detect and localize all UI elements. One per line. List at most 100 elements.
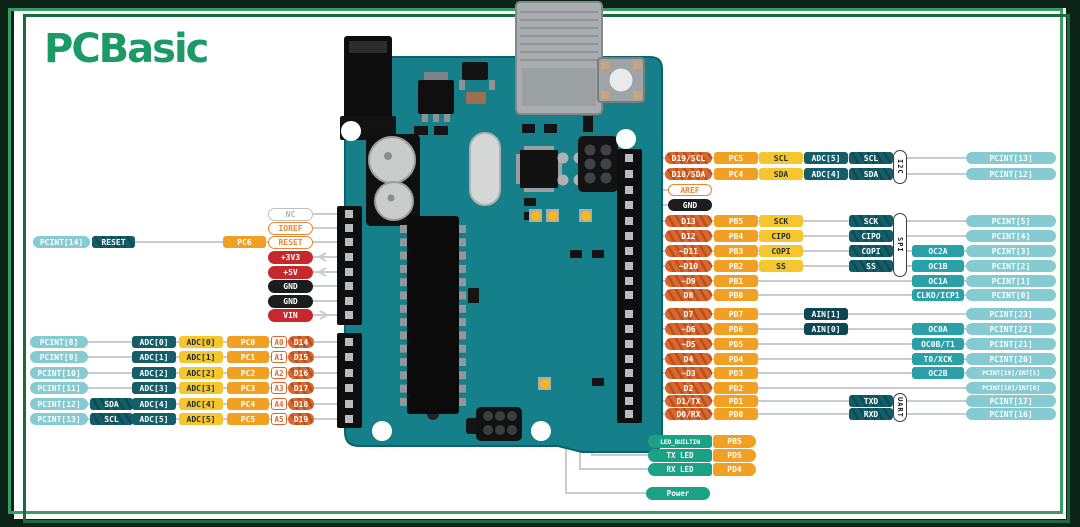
pin-badge-adc-0: ADC[0] [179, 336, 223, 348]
bus-bracket-i2c: I2C [893, 150, 907, 184]
pin-badge-pb3: PB3 [714, 245, 758, 257]
led-label-led-builtin: LED_BUILTIN [648, 435, 712, 448]
pin-badge-pc5: PC5 [714, 152, 758, 164]
pin-badge-d6: ~D6 [665, 323, 712, 335]
pin-badge-oc2b: OC2B [912, 367, 964, 379]
pin-badge-pb0: PB0 [714, 289, 758, 301]
pin-badge-pd6: PD6 [714, 323, 758, 335]
pin-badge-aref: AREF [668, 184, 712, 196]
pin-badge-a1: A1 [271, 351, 287, 363]
bus-bracket-spi: SPI [893, 213, 907, 277]
pin-badge-d5: ~D5 [665, 338, 712, 350]
pin-badge-d14: D14 [288, 336, 314, 348]
pin-badge-a4: A4 [271, 398, 287, 410]
pin-badge-d17: D17 [288, 382, 314, 394]
pin-badge-d15: D15 [288, 351, 314, 363]
pin-badge-ain-1: AIN[1] [804, 308, 848, 320]
pin-badge-pcint-2: PCINT[2] [966, 260, 1056, 272]
crystal-oscillator [469, 132, 501, 206]
pin-badge-d18-sda: D18/SDA [665, 168, 712, 180]
led-label-tx-led: TX LED [648, 449, 712, 462]
pin-badge-pd7: PD7 [714, 308, 758, 320]
pin-badge-pcint-8: PCINT[8] [30, 336, 88, 348]
pin-badge-adc-4: ADC[4] [804, 168, 848, 180]
pin-badge-pcint-18-int-0: PCINT[18]/INT[0] [966, 382, 1056, 394]
power-group-label: Power [646, 487, 710, 500]
pin-badge-d19: D19 [288, 413, 314, 425]
pin-badge-adc-int-1: ADC[1] [132, 351, 176, 363]
pin-badge-d12: D12 [665, 230, 712, 242]
pin-badge-pcint-20: PCINT[20] [966, 353, 1056, 365]
pin-badge-oc1b: OC1B [912, 260, 964, 272]
pin-badge-pcint-1: PCINT[1] [966, 275, 1056, 287]
usb-interface-chip [516, 146, 562, 192]
pin-badge-d10: ~D10 [665, 260, 712, 272]
power-pin-3v3-3: +3V3 [268, 251, 313, 264]
pin-badge-d3: ~D3 [665, 367, 712, 379]
pin-badge-clko-icp1: CLKO/ICP1 [912, 289, 964, 301]
pin-badge-adc-3: ADC[3] [179, 382, 223, 394]
pin-badge-pcint-17: PCINT[17] [966, 395, 1056, 407]
led-port-led-builtin: PB5 [713, 435, 756, 448]
pin-badge-pcint-21: PCINT[21] [966, 338, 1056, 350]
capacitors [366, 134, 420, 226]
pin-badge-adc-5: ADC[5] [179, 413, 223, 425]
pin-badge-ss: SS [759, 260, 803, 272]
pin-badge-adc-5: ADC[5] [804, 152, 848, 164]
pin-badge-pcint-16: PCINT[16] [966, 408, 1056, 420]
pin-badge-pd1: PD1 [714, 395, 758, 407]
pin-badge-pc1: PC1 [227, 351, 269, 363]
pin-badge-pcint-22: PCINT[22] [966, 323, 1056, 335]
pin-badge-adc-1: ADC[1] [179, 351, 223, 363]
pin-badge-adc-2: ADC[2] [179, 367, 223, 379]
pin-badge-rxd: RXD [849, 408, 893, 420]
pin-badge-a3: A3 [271, 382, 287, 394]
pin-badge-pb2: PB2 [714, 260, 758, 272]
pin-badge-d19-scl: D19/SCL [665, 152, 712, 164]
pin-badge-pc4: PC4 [714, 168, 758, 180]
led-port-tx-led: PD5 [713, 449, 756, 462]
pin-badge-scl: SCL [759, 152, 803, 164]
pin-badge-pb4: PB4 [714, 230, 758, 242]
pin-badge-a2: A2 [271, 367, 287, 379]
pin-badge-sck: SCK [849, 215, 893, 227]
mcu-chip [407, 216, 459, 420]
pin-badge-d9: ~D9 [665, 275, 712, 287]
pin-badge-adc-int-5: ADC[5] [132, 413, 176, 425]
pin-badge-pcint-12: PCINT[12] [30, 398, 88, 410]
pin-badge-d1-tx: D1/TX [665, 395, 712, 407]
pin-badge-pcint-3: PCINT[3] [966, 245, 1056, 257]
pin-badge-pc5: PC5 [227, 413, 269, 425]
pin-badge-pcint-0: PCINT[0] [966, 289, 1056, 301]
pin-badge-d4: D4 [665, 353, 712, 365]
pin-badge-adc-4: ADC[4] [179, 398, 223, 410]
digital-header [617, 149, 642, 423]
pin-badge-pb5: PB5 [714, 215, 758, 227]
icsp-header-bottom [476, 407, 522, 441]
pin-badge-d16: D16 [288, 367, 314, 379]
led-port-rx-led: PD4 [713, 463, 756, 476]
pin-badge-pcint-23: PCINT[23] [966, 308, 1056, 320]
pin-badge-adc-int-4: ADC[4] [132, 398, 176, 410]
status-leds [529, 209, 592, 390]
pin-badge-pd3: PD3 [714, 367, 758, 379]
power-header [337, 206, 362, 325]
pin-badge-pcint-9: PCINT[9] [30, 351, 88, 363]
pin-badge-oc2a: OC2A [912, 245, 964, 257]
power-pin-nc-0: NC [268, 208, 313, 221]
pin-badge-adc-int-3: ADC[3] [132, 382, 176, 394]
pin-badge-d7: D7 [665, 308, 712, 320]
voltage-regulator [418, 72, 454, 122]
pin-badge-copi: COPI [849, 245, 893, 257]
pin-badge-pc2: PC2 [227, 367, 269, 379]
pin-badge-d8: D8 [665, 289, 712, 301]
led-label-rx-led: RX LED [648, 463, 712, 476]
pin-badge-pcint-12: PCINT[12] [966, 168, 1056, 180]
mounting-holes [341, 121, 636, 441]
pin-badge-pc4: PC4 [227, 398, 269, 410]
power-pin-reset-2: RESET [268, 236, 313, 249]
pin-badge-a0: A0 [271, 336, 287, 348]
power-pin-gnd-5: GND [268, 280, 313, 293]
pin-badge-d11: ~D11 [665, 245, 712, 257]
